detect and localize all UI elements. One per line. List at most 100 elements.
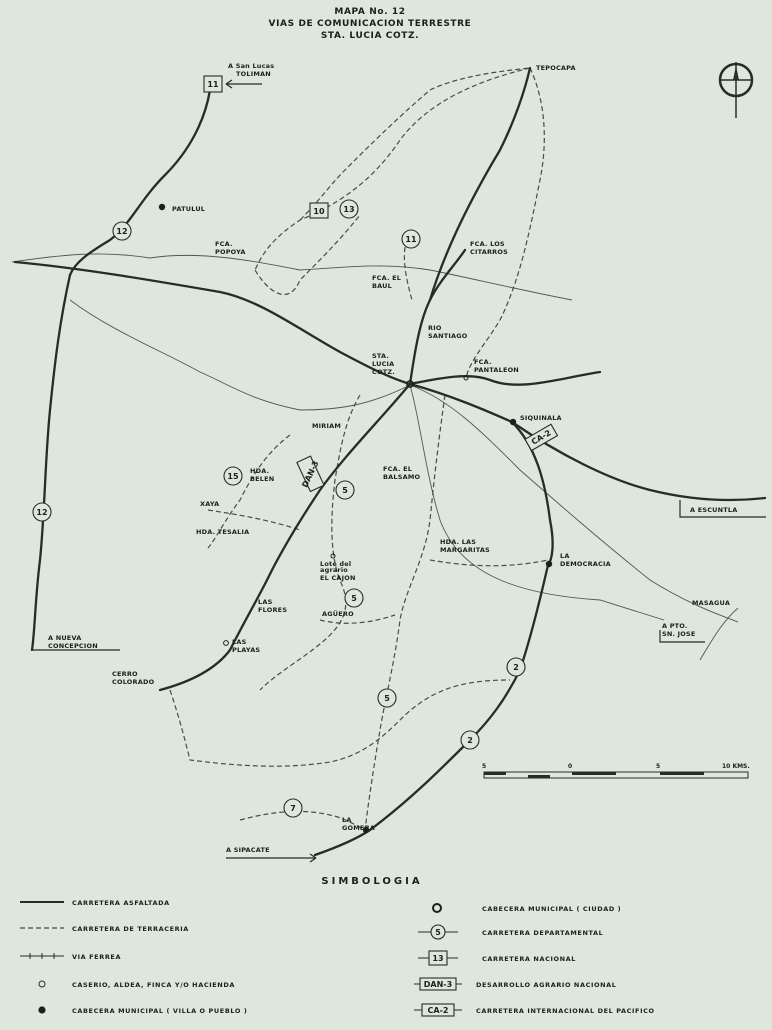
svg-text:CARRETERA INTERNACIONAL DEL PA: CARRETERA INTERNACIONAL DEL PACIFICO <box>476 1007 655 1015</box>
marker-democracia <box>545 560 553 568</box>
svg-text:CABECERA MUNICIPAL ( CIUDAD ): CABECERA MUNICIPAL ( CIUDAD ) <box>482 905 621 913</box>
svg-text:CA-2: CA-2 <box>428 1006 449 1015</box>
legend-item-departamental: 5 CARRETERA DEPARTAMENTAL <box>418 924 603 940</box>
legend-item-rail: VIA FERREA <box>20 953 121 961</box>
route-badge-2-upper: 2 <box>506 657 526 677</box>
railway-south <box>409 384 665 621</box>
label-pantaleon: FCA.PANTALEON <box>474 358 519 374</box>
railway-lines <box>11 253 739 661</box>
svg-text:CABECERA MUNICIPAL ( VILLA O P: CABECERA MUNICIPAL ( VILLA O PUEBLO ) <box>72 1007 247 1015</box>
svg-text:DAN-3: DAN-3 <box>424 980 452 989</box>
arrow-pto-san-jose-icon <box>659 630 705 643</box>
dirt-road-southwest <box>169 679 511 767</box>
svg-text:VIA FERREA: VIA FERREA <box>72 953 121 961</box>
north-arrow-icon <box>718 62 754 118</box>
dirt-road-aguero <box>319 614 396 624</box>
marker-pantaleon <box>463 375 469 381</box>
dirt-road-xaya <box>207 509 301 531</box>
route-badge-7: 7 <box>283 798 303 818</box>
arrow-san-lucas-icon <box>225 79 262 89</box>
map-title: MAPA No. 12 VIAS DE COMUNICACION TERREST… <box>269 7 472 41</box>
svg-text:5: 5 <box>435 928 441 937</box>
svg-text:12: 12 <box>116 227 127 236</box>
dirt-road-gomera <box>239 810 366 831</box>
svg-text:11: 11 <box>405 235 417 244</box>
svg-text:CASERIO, ALDEA, FINCA Y/O HACI: CASERIO, ALDEA, FINCA Y/O HACIENDA <box>72 981 235 989</box>
route-badge-2-lower: 2 <box>460 730 480 750</box>
svg-text:2: 2 <box>513 663 519 672</box>
legend-item-caserio: CASERIO, ALDEA, FINCA Y/O HACIENDA <box>38 980 235 989</box>
label-sipacate: A SIPACATE <box>226 846 270 854</box>
label-masagua: MASAGUA <box>692 599 730 607</box>
scale-bar: 5 0 5 10 KMS. <box>482 763 750 779</box>
legend-item-ca: CA-2 CARRETERA INTERNACIONAL DEL PACIFIC… <box>414 1003 655 1017</box>
dirt-road-balsamo <box>364 394 446 831</box>
railway-masagua <box>699 607 739 661</box>
scale-label-0: 0 <box>568 763 572 770</box>
marker-sta-lucia <box>406 380 414 388</box>
route-badge-10: 10 <box>309 202 329 219</box>
svg-text:12: 12 <box>36 508 47 517</box>
route-badge-ca-2: CA-2 <box>524 423 559 452</box>
legend-item-nacional: 13 CARRETERA NACIONAL <box>418 950 575 966</box>
route-badge-dan-3: DAN-3 <box>296 455 325 493</box>
dirt-road-north-loop <box>299 67 531 221</box>
railway-west-branch <box>11 253 573 301</box>
paved-road-main-ew <box>13 260 602 386</box>
dirt-road-baul <box>403 231 413 301</box>
scale-label-5-right: 5 <box>656 763 660 770</box>
legend-item-cabecera-ciudad: CABECERA MUNICIPAL ( CIUDAD ) <box>432 903 621 913</box>
dirt-road-margaritas <box>429 559 549 567</box>
legend-item-cabecera-villa: CABECERA MUNICIPAL ( VILLA O PUEBLO ) <box>38 1006 247 1015</box>
dirt-road-tepocapa-east <box>465 67 545 379</box>
svg-text:11: 11 <box>207 80 219 89</box>
marker-cajon <box>330 553 336 559</box>
svg-text:5: 5 <box>384 694 390 703</box>
svg-text:CARRETERA DEPARTAMENTAL: CARRETERA DEPARTAMENTAL <box>482 929 603 937</box>
svg-text:CARRETERA ASFALTADA: CARRETERA ASFALTADA <box>72 899 170 907</box>
label-pto-san-jose: A PTO.SN. JOSE <box>662 622 696 638</box>
label-miriam: MIRIAM <box>312 422 341 430</box>
railway-central <box>69 299 411 411</box>
svg-text:2: 2 <box>467 736 473 745</box>
route-badges: 11 12 10 13 11 15 DAN-3 5 <box>32 75 559 818</box>
legend: SIMBOLOGIA CARRETERA ASFALTADA CARRETERA… <box>20 876 655 1017</box>
paved-road-route-2 <box>313 563 550 857</box>
paved-road-ca-2 <box>408 382 554 567</box>
dirt-road-belen <box>207 434 291 549</box>
route-badge-5-middle: 5 <box>344 588 364 608</box>
arrow-sipacate-icon <box>226 853 317 863</box>
svg-text:DESARROLLO AGRARIO NACIONAL: DESARROLLO AGRARIO NACIONAL <box>476 981 617 989</box>
paved-road-rio-santiago <box>408 248 467 386</box>
svg-text:7: 7 <box>290 804 296 813</box>
paved-roads <box>13 66 767 857</box>
dirt-road-tepocapa-west <box>254 67 531 271</box>
route-badge-12-west: 12 <box>32 502 52 522</box>
svg-text:CARRETERA DE TERRACERIA: CARRETERA DE TERRACERIA <box>72 925 189 933</box>
label-escuintla: A ESCUNTLA <box>690 506 738 514</box>
marker-la-gomera <box>362 826 370 834</box>
svg-text:5: 5 <box>351 594 357 603</box>
route-badge-5-north: 5 <box>335 480 355 500</box>
label-tepocapa: TEPOCAPA <box>536 64 576 72</box>
dirt-roads <box>169 67 549 831</box>
label-patulul: PATULUL <box>172 205 205 213</box>
paved-road-escuintla <box>510 420 767 502</box>
title-line-2: VIAS DE COMUNICACION TERRESTRE <box>269 19 472 29</box>
dirt-road-5-west <box>259 394 361 691</box>
dirt-road-popoya <box>254 214 361 295</box>
svg-text:13: 13 <box>343 205 354 214</box>
direction-arrows <box>32 79 766 863</box>
